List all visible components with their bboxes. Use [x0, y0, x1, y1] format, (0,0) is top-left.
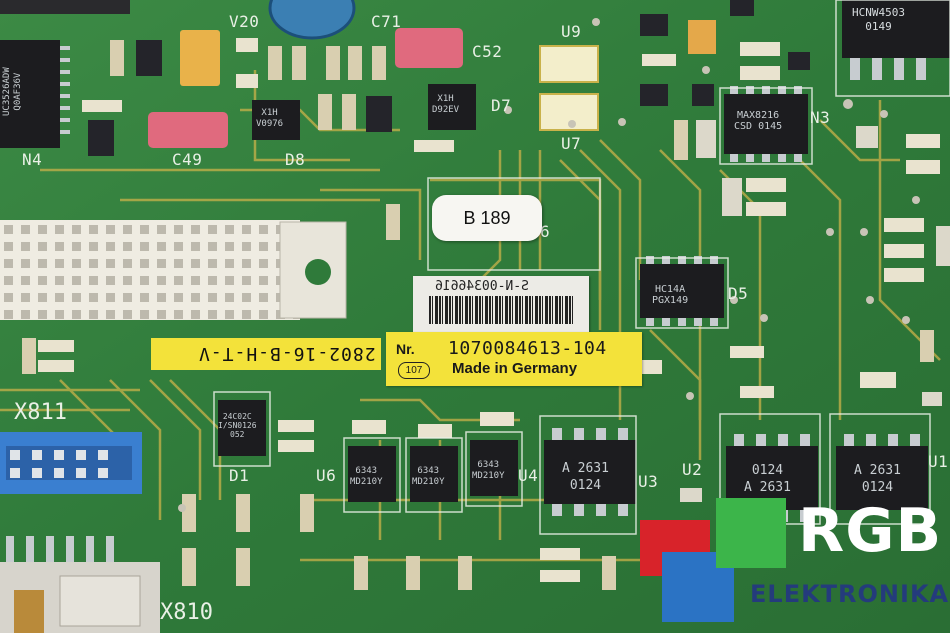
chip-text-uc3526: UC3526ADW Q0AF36V — [2, 67, 23, 116]
serial-number: S-N-00346616 — [435, 279, 529, 294]
film-capacitor-c49 — [148, 112, 228, 148]
silk-d8: D8 — [285, 150, 306, 169]
part-number-label: Nr. 1070084613-104 107 Made in Germany — [386, 332, 642, 386]
part-number: 1070084613-104 — [448, 338, 607, 359]
b189-sticker: B 189 — [432, 195, 542, 241]
chip-text-d1: 24C02C I/SN0126 052 — [218, 412, 257, 439]
ic-hcnw4503 — [842, 0, 950, 58]
ic-d8 — [252, 100, 300, 140]
chip-text-u5: 6343 MD210Y — [412, 466, 445, 487]
ic-d1 — [218, 400, 266, 456]
silk-c49: C49 — [172, 150, 203, 169]
pin-header-connector — [0, 220, 347, 320]
chip-text-u3: A 2631 0124 — [562, 461, 609, 493]
silk-u7: U7 — [561, 134, 582, 153]
ic-u6 — [348, 446, 396, 502]
electrolytic-capacitor — [268, 0, 356, 40]
silk-6: 6 — [540, 222, 551, 241]
ic-uc3526 — [0, 40, 60, 148]
silk-n4: N4 — [22, 150, 43, 169]
silk-d5: D5 — [728, 284, 749, 303]
silk-x810: X810 — [160, 600, 213, 625]
chip-text-u4: 6343 MD210Y — [472, 460, 505, 481]
silk-d7: D7 — [491, 96, 512, 115]
chip-text-u2: 0124 A 2631 — [744, 463, 791, 495]
rgb-elektronika-logo: RGB ELEKTRONIKA — [640, 498, 950, 633]
chip-text-hcnw4503: HCNW4503 0149 — [852, 6, 905, 33]
silk-c71: C71 — [371, 12, 402, 31]
yellow-strip-label: 2802-16-B-H-T-V — [151, 338, 381, 370]
chip-text-d8: X1H V0976 — [256, 108, 284, 129]
index-badge: 107 — [398, 362, 430, 379]
b189-text: B 189 — [463, 207, 511, 228]
ic-u4 — [470, 440, 518, 496]
ic-max8216 — [724, 94, 808, 154]
silk-x811: X811 — [14, 400, 67, 425]
logo-elektronika-text: ELEKTRONIKA — [750, 580, 950, 608]
component-u9 — [539, 45, 599, 83]
connector-x810 — [0, 536, 160, 633]
connector-x811 — [0, 432, 142, 494]
silk-n3: N3 — [810, 108, 831, 127]
logo-rgb-text: RGB — [798, 496, 943, 566]
silk-u2: U2 — [682, 460, 703, 479]
smd-components — [22, 0, 950, 590]
chip-text-u6: 6343 MD210Y — [350, 466, 383, 487]
tantalum-capacitor — [180, 30, 220, 86]
silk-v20: V20 — [229, 12, 260, 31]
film-capacitor-c52 — [395, 28, 463, 68]
chip-text-hc14: HC14A PGX149 — [652, 284, 689, 306]
ic-d7 — [428, 84, 476, 130]
made-in-germany: Made in Germany — [452, 360, 578, 377]
serial-barcode-label: S-N-00346616 — [413, 276, 589, 332]
nr-prefix: Nr. — [396, 341, 415, 357]
barcode-bars — [429, 296, 574, 324]
silk-u4: U4 — [518, 466, 539, 485]
silk-u9: U9 — [561, 22, 582, 41]
logo-green-square — [716, 498, 786, 568]
silk-u6: U6 — [316, 466, 337, 485]
silk-u1: U1 — [928, 452, 949, 471]
ic-u1 — [836, 446, 928, 510]
chip-text-max8216: MAX8216 CSD 0145 — [734, 110, 783, 132]
silk-u3: U3 — [638, 472, 659, 491]
silk-c52: C52 — [472, 42, 503, 61]
silk-d1: D1 — [229, 466, 250, 485]
chip-text-d7: X1H D92EV — [432, 94, 460, 115]
strip-code: 2802-16-B-H-T-V — [198, 343, 376, 364]
ic-u5 — [410, 446, 458, 502]
ic-u3 — [544, 440, 636, 504]
ic-hc14 — [640, 264, 724, 318]
chip-text-u1: A 2631 0124 — [854, 463, 901, 495]
